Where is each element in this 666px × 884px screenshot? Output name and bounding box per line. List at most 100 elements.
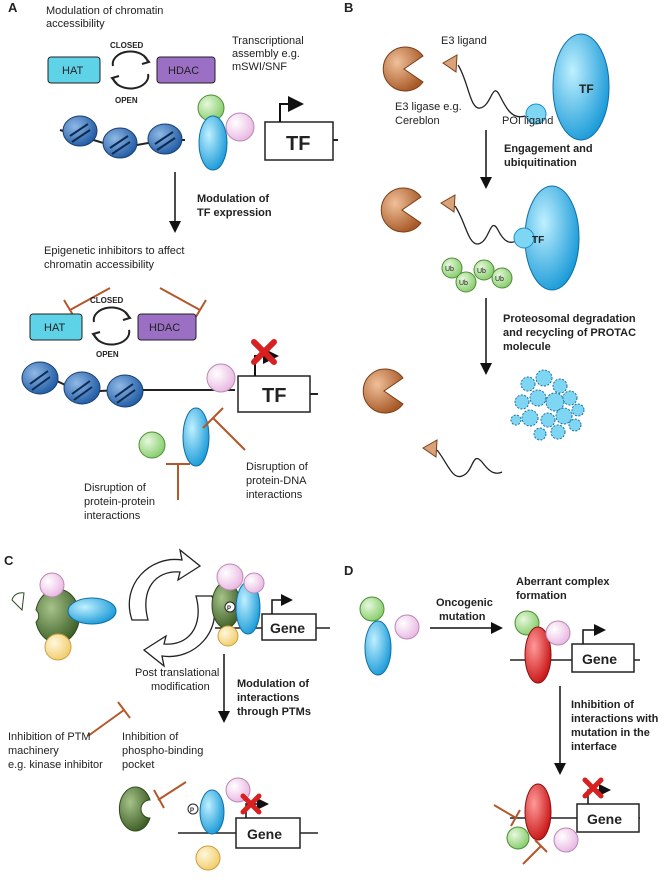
e3-ligase-icon	[382, 46, 424, 92]
ub-label-4: Ub	[495, 276, 504, 283]
gene-arrow-c2	[245, 798, 269, 818]
inhibition-d-2: interactions with	[571, 713, 659, 725]
block-x-icon-d	[582, 777, 604, 799]
degradation-label-2: and recycling of PROTAC	[503, 327, 636, 339]
chromatin-label-1: Modulation of chromatin	[46, 5, 163, 17]
ub-label-1: Ub	[445, 266, 454, 273]
nucleosome-2	[102, 127, 138, 159]
gene-box-d	[571, 643, 635, 673]
assembly-label-3: mSWI/SNF	[232, 61, 287, 73]
open-label: OPEN	[115, 96, 138, 105]
modulation-label-2: TF expression	[197, 207, 272, 219]
gene-label-c2: Gene	[247, 826, 282, 842]
green-protein-2	[138, 431, 166, 459]
poi-ligand-icon-2	[513, 227, 535, 249]
tf-protein-c3	[199, 789, 225, 835]
pink-protein-c	[39, 572, 65, 598]
engagement-label-1: Engagement and	[504, 143, 593, 155]
hat-label-2: HAT	[44, 322, 65, 334]
tf-target-protein	[552, 33, 610, 141]
tf-protein	[198, 115, 228, 171]
mutant-protein	[524, 626, 552, 684]
protac-linker	[457, 64, 526, 118]
tf-gene-box	[264, 121, 334, 161]
phospho-label-c2: P	[190, 808, 194, 814]
pink-protein-bound	[216, 563, 244, 591]
tf-label-b2: TF	[532, 235, 544, 246]
panel-a: A Modulation of chromatin accessibility …	[8, 0, 338, 522]
nucleosome-3	[147, 123, 183, 155]
poi-ligand-label: POI ligand	[502, 115, 553, 127]
pink-protein-d	[394, 614, 420, 640]
degradation-label-3: molecule	[503, 341, 551, 353]
assembly-label-1: Transcriptional	[232, 35, 304, 47]
ptm-inhib-label-2: machinery	[8, 745, 59, 757]
phospho-label-1: Inhibition of	[122, 731, 179, 743]
poi-ligand-icon	[525, 103, 547, 125]
e3-ligand-icon-3	[422, 439, 438, 458]
panel-c: C Post translational modification Inhibi…	[4, 548, 330, 871]
dna-disrupt-1: Disruption of	[246, 461, 309, 473]
ptm-inhibitor	[87, 701, 131, 737]
e3-ligase-icon-2	[380, 187, 422, 233]
oncogenic-label: Oncogenic	[436, 597, 493, 609]
green-protein-d	[359, 596, 385, 622]
tf-protein-2	[182, 407, 210, 467]
hdac-label: HDAC	[168, 65, 199, 77]
ptm-label-2: modification	[151, 681, 210, 693]
tf-gene-label: TF	[286, 133, 310, 155]
modulation-c-2: interactions	[237, 692, 299, 704]
degraded-fragments	[510, 369, 585, 441]
yellow-protein-c	[44, 633, 72, 661]
pp-disrupt-1: Disruption of	[84, 482, 147, 494]
block-x-icon	[251, 339, 277, 365]
cycle-icon	[110, 50, 151, 90]
hdac-label-2: HDAC	[149, 322, 180, 334]
epi-label-2: chromatin accessibility	[44, 259, 155, 271]
tf-protein-c	[67, 597, 117, 625]
panel-d: D Oncogenic mutation Aberrant complex fo…	[344, 563, 659, 865]
interface-inhibitor-1	[493, 804, 521, 827]
hdac-box	[156, 56, 216, 84]
dna-inhibitor	[202, 407, 246, 451]
ptm-inhib-label-1: Inhibition of PTM	[8, 731, 91, 743]
panel-a-letter: A	[8, 0, 18, 15]
phospho-mark	[224, 601, 236, 613]
panel-b-letter: B	[344, 0, 353, 15]
ub-label-2: Ub	[459, 280, 468, 287]
e3-ligand-icon	[442, 54, 458, 73]
tf-label-b: TF	[579, 82, 594, 96]
protac-linker-2	[454, 205, 519, 245]
interface-inhibitor-2	[522, 839, 548, 865]
pink-protein-d3	[553, 827, 579, 853]
inhibition-d-4: interface	[571, 741, 617, 753]
modulation-label-1: Modulation of	[197, 193, 269, 205]
engagement-label-2: ubiquitination	[504, 157, 577, 169]
epi-label-1: Epigenetic inhibitors to affect	[44, 245, 184, 257]
phospho-label-2: phospho-binding	[122, 745, 203, 757]
ptm-label-1: Post translational	[135, 667, 219, 679]
dna-disrupt-3: interactions	[246, 489, 303, 501]
gene-label-d: Gene	[582, 651, 617, 667]
assembly-label-2: assembly e.g.	[232, 48, 300, 60]
mutant-protein-2	[524, 783, 552, 841]
gene-arrow-d	[582, 624, 606, 644]
gene-box-c	[261, 613, 317, 641]
cycle-icon-2	[91, 306, 132, 346]
inhibition-d-1: Inhibition of	[571, 699, 634, 711]
modulation-c-3: through PTMs	[237, 706, 311, 718]
degradation-label-1: Proteosomal degradation	[503, 313, 636, 325]
pp-disrupt-2: protein-protein	[84, 496, 155, 508]
e3-ligase-label-1: E3 ligase e.g.	[395, 101, 462, 113]
ub-label-3: Ub	[477, 268, 486, 275]
hat-box-2	[29, 313, 83, 341]
pink-protein-2	[206, 363, 236, 393]
hdac-box-2	[137, 313, 197, 341]
block-x-icon-c	[240, 793, 262, 815]
green-protein-d3	[506, 826, 530, 850]
open-label-2: OPEN	[96, 350, 119, 359]
hat-box	[47, 56, 101, 84]
yellow-protein-c3	[195, 845, 221, 871]
nucleosome-1	[62, 115, 98, 147]
pocket-inhibitor	[153, 781, 187, 809]
